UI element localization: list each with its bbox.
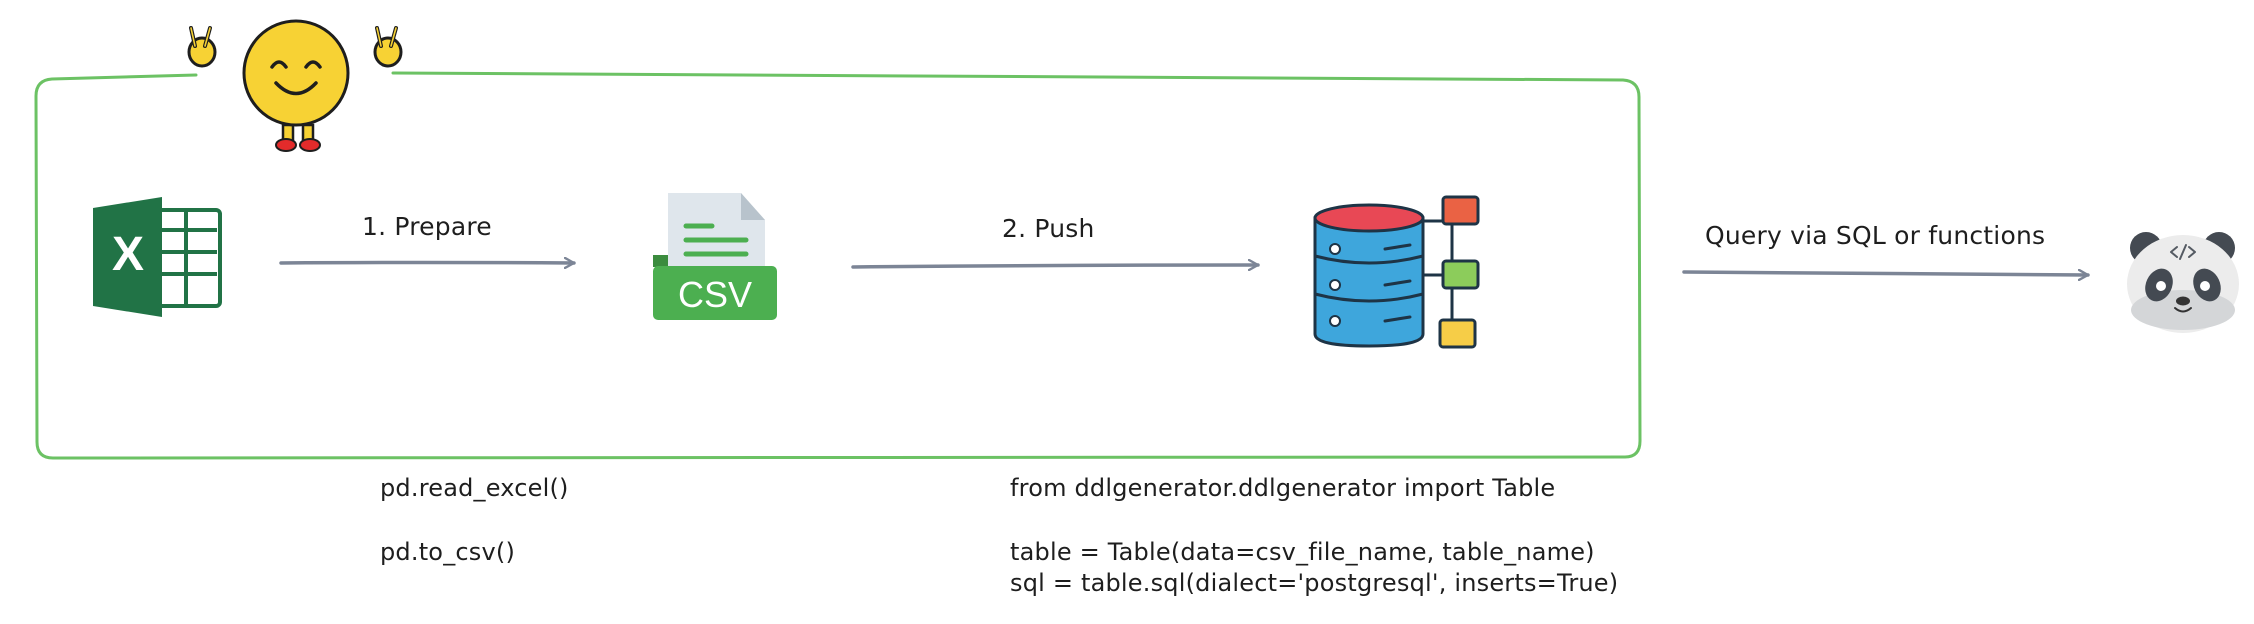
step-prepare-label: 1. Prepare bbox=[362, 212, 492, 241]
excel-icon-letter: X bbox=[112, 228, 144, 281]
push-code-line-1: from ddlgenerator.ddlgenerator import Ta… bbox=[1010, 474, 1556, 502]
prepare-code-line-1: pd.read_excel() bbox=[380, 474, 569, 502]
panda-icon bbox=[2127, 232, 2239, 333]
database-icon bbox=[1313, 195, 1480, 349]
csv-file-icon: CSV bbox=[653, 193, 777, 320]
step-push-label: 2. Push bbox=[1002, 214, 1095, 243]
arrow-push bbox=[851, 265, 1260, 267]
smiley-peace-icon bbox=[187, 19, 403, 152]
prepare-code-line-2: pd.to_csv() bbox=[380, 538, 516, 566]
arrow-prepare bbox=[279, 263, 576, 264]
step-query-label: Query via SQL or functions bbox=[1705, 221, 2046, 250]
csv-icon-label: CSV bbox=[678, 274, 752, 315]
push-code-line-3: sql = table.sql(dialect='postgresql', in… bbox=[1010, 569, 1619, 597]
process-frame bbox=[34, 71, 1642, 460]
excel-icon: X bbox=[93, 197, 222, 317]
push-code-line-2: table = Table(data=csv_file_name, table_… bbox=[1010, 538, 1595, 566]
arrow-query bbox=[1682, 272, 2090, 275]
